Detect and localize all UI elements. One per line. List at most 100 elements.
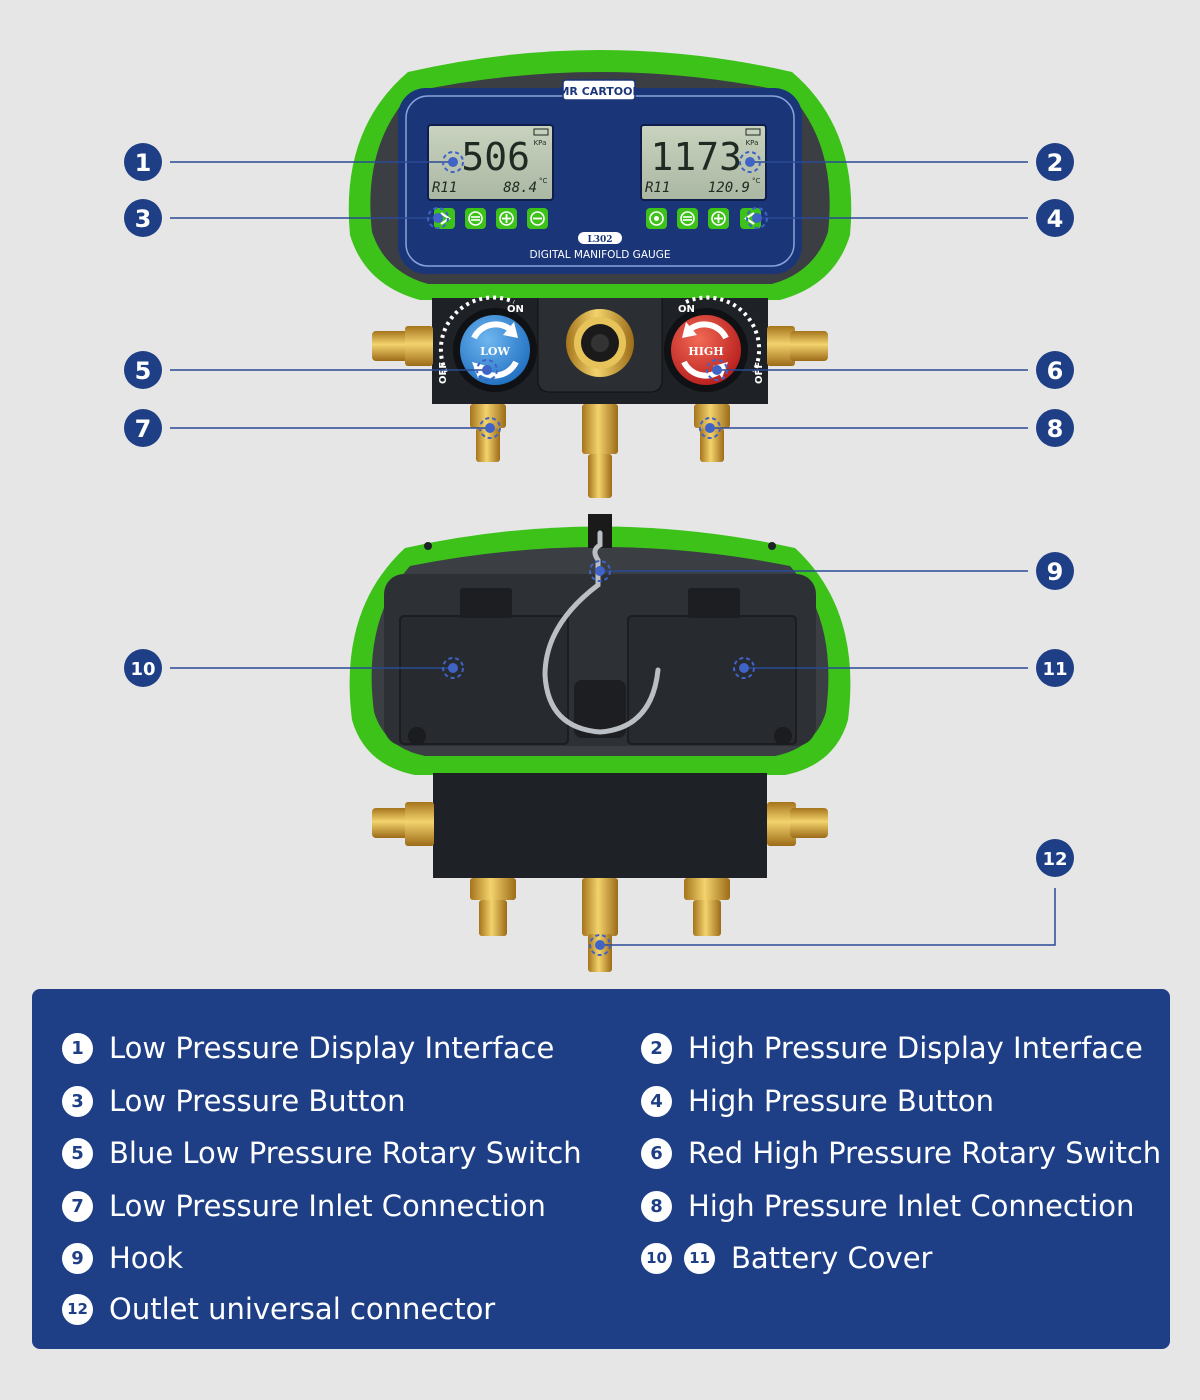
legend-item-12: 12 Outlet universal connector (62, 1292, 495, 1326)
target-marker-9 (589, 560, 611, 582)
legend-badge: 2 (641, 1032, 672, 1064)
legend-badge: 9 (62, 1242, 93, 1274)
svg-text:6: 6 (1047, 357, 1064, 385)
svg-text:OFF: OFF (438, 362, 449, 384)
svg-text:10: 10 (130, 659, 155, 680)
svg-text:1: 1 (135, 149, 152, 177)
callout-7: 7 (124, 409, 162, 447)
high-temperature: 120.9 (708, 180, 750, 196)
low-menu-button[interactable] (465, 208, 486, 229)
low-refrigerant: R11 (432, 180, 457, 196)
callout-10: 10 (124, 649, 162, 687)
svg-text:9: 9 (1047, 558, 1064, 586)
legend-item-2: 2 High Pressure Display Interface (641, 1031, 1143, 1065)
hook[interactable] (542, 530, 661, 735)
legend-item-5: 5 Blue Low Pressure Rotary Switch (62, 1136, 582, 1170)
high-menu-button[interactable] (677, 208, 698, 229)
legend-badge: 6 (641, 1137, 672, 1169)
callout-5: 5 (124, 351, 162, 389)
callout-1: 1 (124, 143, 162, 181)
svg-text:KPa: KPa (746, 139, 759, 147)
legend-badge: 1 (62, 1032, 93, 1064)
callout-12: 12 (1036, 839, 1074, 877)
model-label: L302 (587, 235, 612, 245)
legend-text: Low Pressure Display Interface (109, 1031, 555, 1065)
callout-badges: 1 2 3 4 5 6 7 8 9 10 11 12 (124, 143, 1074, 877)
legend-badge: 5 (62, 1137, 93, 1169)
svg-text:12: 12 (1042, 849, 1067, 870)
target-marker-3 (427, 207, 449, 229)
brand-logo: MR CARTOOL (558, 85, 639, 98)
front-manifold-block (372, 298, 828, 498)
callout-8: 8 (1036, 409, 1074, 447)
legend-badge: 11 (684, 1242, 715, 1274)
back-manifold-block (433, 773, 767, 878)
svg-text:°C: °C (752, 177, 761, 185)
target-markers (427, 151, 768, 956)
target-marker-2 (739, 151, 761, 173)
target-marker-5 (476, 359, 498, 381)
callout-lines (170, 161, 1056, 946)
svg-text:4: 4 (1047, 205, 1064, 233)
battery-cover-right[interactable] (627, 615, 797, 745)
outlet-universal-connector[interactable] (588, 934, 612, 972)
legend-item-4: 4 High Pressure Button (641, 1084, 994, 1118)
legend-text: Low Pressure Button (109, 1084, 406, 1118)
svg-text:KPa: KPa (534, 139, 547, 147)
svg-text:8: 8 (1047, 415, 1064, 443)
low-knob-label: LOW (480, 345, 510, 358)
callout-9: 9 (1036, 552, 1074, 590)
svg-text:2: 2 (1047, 149, 1064, 177)
target-marker-4 (746, 207, 768, 229)
legend-text: Battery Cover (731, 1241, 933, 1275)
svg-text:ON: ON (678, 304, 695, 315)
high-refrigerant: R11 (645, 180, 670, 196)
back-view (349, 514, 851, 972)
callout-3: 3 (124, 199, 162, 237)
callout-11: 11 (1036, 649, 1074, 687)
callout-4: 4 (1036, 199, 1074, 237)
legend-text: Hook (109, 1241, 184, 1275)
low-rotary-switch[interactable]: LOW ON OFF (438, 295, 537, 392)
battery-cover-left[interactable] (399, 615, 569, 745)
high-knob-label: HIGH (688, 345, 723, 358)
legend-text: High Pressure Button (688, 1084, 995, 1118)
legend-badge: 7 (62, 1190, 93, 1222)
legend-item-10-11: 10 11 Battery Cover (641, 1241, 932, 1275)
svg-text:11: 11 (1042, 659, 1067, 680)
svg-text:3: 3 (135, 205, 152, 233)
legend-panel: 1 Low Pressure Display Interface 3 Low P… (32, 989, 1170, 1349)
low-pressure-value: 506 (461, 135, 530, 179)
legend-item-8: 8 High Pressure Inlet Connection (641, 1189, 1134, 1223)
manifold-gauge-illustration: MR CARTOOL KPa 506 R11 88.4 °C KPa 1173 … (124, 50, 1074, 972)
target-marker-1 (442, 151, 464, 173)
target-marker-11 (733, 657, 755, 679)
legend-badge: 8 (641, 1190, 672, 1222)
legend-text: High Pressure Display Interface (688, 1031, 1143, 1065)
target-marker-7 (479, 417, 501, 439)
callout-2: 2 (1036, 143, 1074, 181)
legend-text: Low Pressure Inlet Connection (109, 1189, 546, 1223)
callout-6: 6 (1036, 351, 1074, 389)
legend-text: High Pressure Inlet Connection (688, 1189, 1135, 1223)
svg-text:ON: ON (507, 304, 524, 315)
high-pressure-value: 1173 (650, 135, 742, 179)
legend-text: Outlet universal connector (109, 1292, 496, 1326)
legend-badge: 3 (62, 1085, 93, 1117)
legend-badge: 4 (641, 1085, 672, 1117)
target-marker-6 (706, 359, 728, 381)
legend-item-7: 7 Low Pressure Inlet Connection (62, 1189, 546, 1223)
svg-text:OFF: OFF (754, 362, 765, 384)
target-marker-10 (442, 657, 464, 679)
legend-badge: 10 (641, 1242, 672, 1274)
target-marker-8 (699, 417, 721, 439)
legend-item-6: 6 Red High Pressure Rotary Switch (641, 1136, 1161, 1170)
svg-text:5: 5 (135, 357, 152, 385)
legend-item-1: 1 Low Pressure Display Interface (62, 1031, 554, 1065)
legend-badge: 12 (62, 1293, 93, 1325)
target-marker-12 (589, 934, 611, 956)
legend-text: Red High Pressure Rotary Switch (688, 1136, 1162, 1170)
legend-item-9: 9 Hook (62, 1241, 183, 1275)
svg-text:°C: °C (539, 177, 548, 185)
legend-item-3: 3 Low Pressure Button (62, 1084, 406, 1118)
